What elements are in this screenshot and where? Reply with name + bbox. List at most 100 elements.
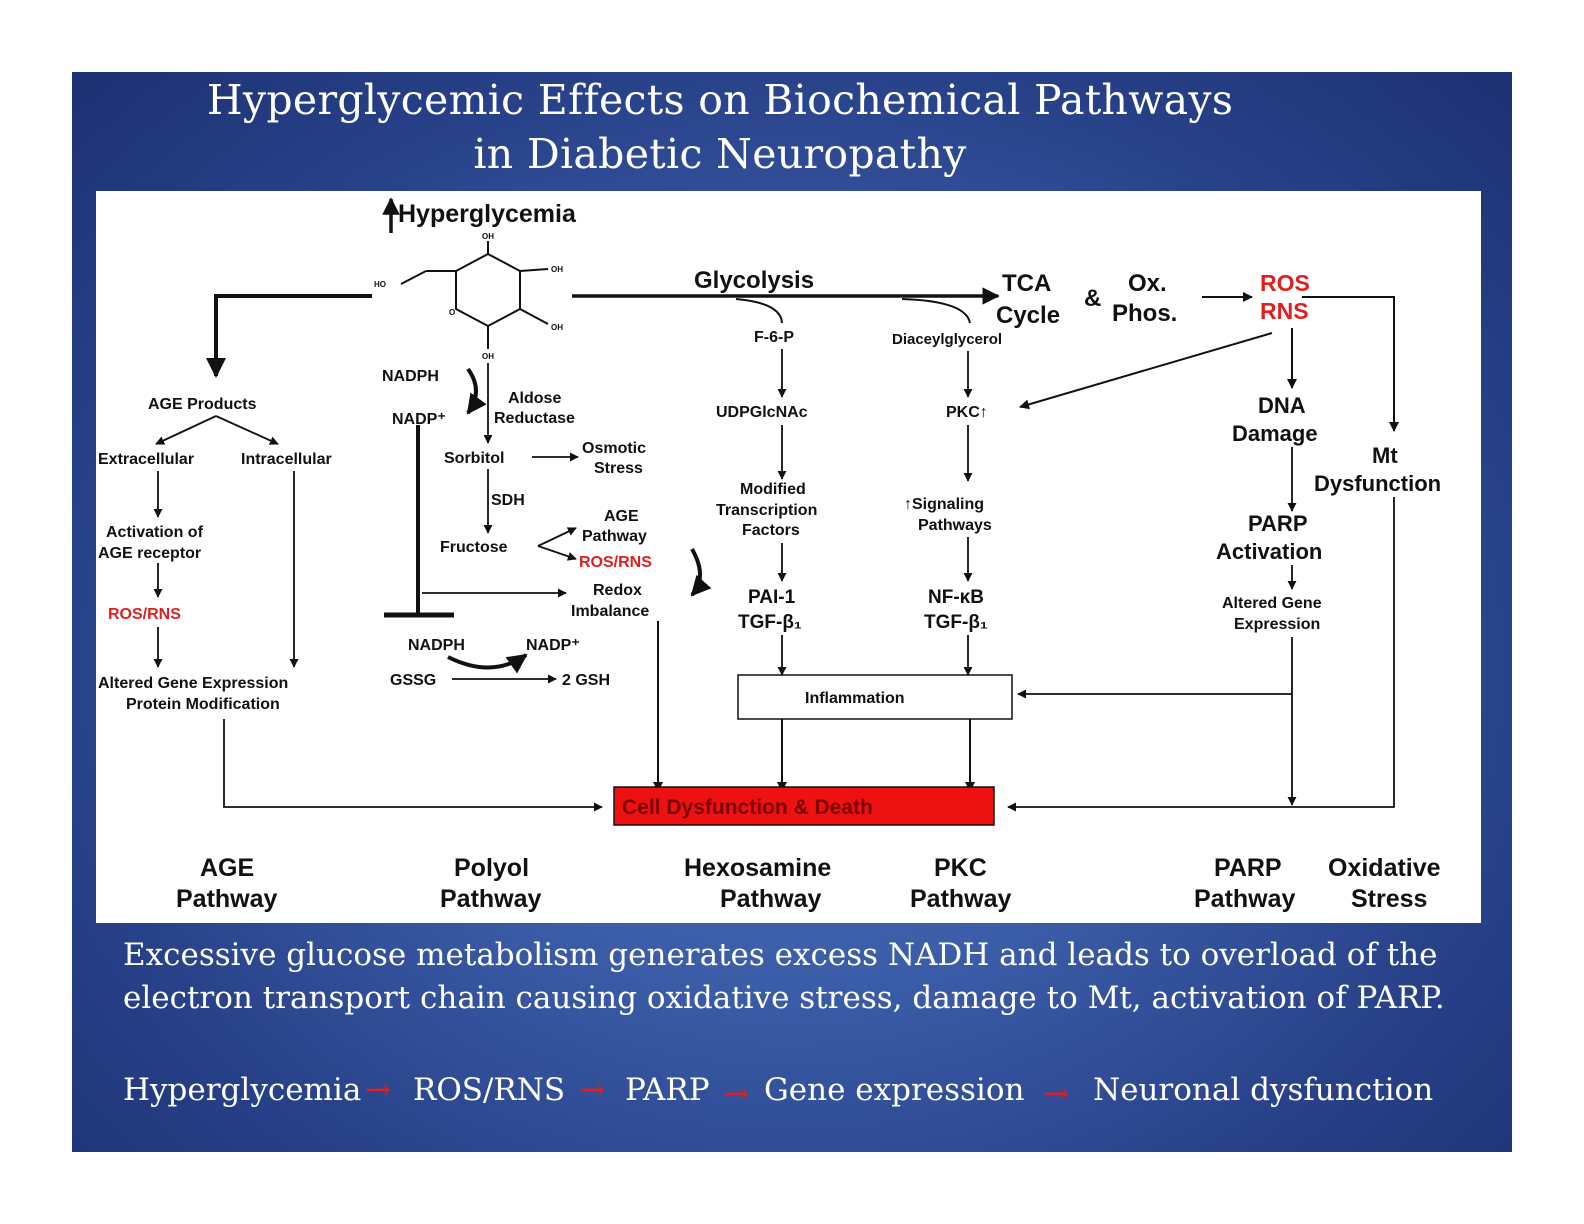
- flow-arrow-icon: →: [723, 1076, 749, 1112]
- svg-text:Polyol: Polyol: [454, 854, 529, 882]
- mt-dysfunction: Mt Dysfunction: [1007, 443, 1441, 812]
- svg-text:Activation of: Activation of: [106, 524, 204, 541]
- flow-step-parp: PARP: [625, 1072, 710, 1108]
- polyol-pathway-column: NADPH NADP⁺ Aldose Reductase Sorbitol Os…: [382, 363, 712, 792]
- svg-text:Reductase: Reductase: [494, 410, 575, 427]
- svg-text:Diaceylglycerol: Diaceylglycerol: [892, 331, 1002, 348]
- svg-text:Imbalance: Imbalance: [571, 603, 649, 620]
- svg-text:Phos.: Phos.: [1112, 300, 1177, 327]
- svg-text:Pathway: Pathway: [176, 885, 278, 913]
- arrow-to-age-products: [206, 294, 372, 378]
- flow-step-gene-expression: Gene expression: [764, 1072, 1025, 1108]
- svg-text:DNA: DNA: [1258, 393, 1306, 418]
- slide-title-line-2: in Diabetic Neuropathy: [473, 130, 967, 178]
- svg-text:OH: OH: [482, 352, 494, 361]
- svg-text:F-6-P: F-6-P: [754, 329, 794, 346]
- svg-text:TGF-β₁: TGF-β₁: [924, 612, 988, 633]
- svg-text:GSSG: GSSG: [390, 672, 436, 689]
- slide-title-line-1: Hyperglycemic Effects on Biochemical Pat…: [206, 76, 1234, 124]
- hexosamine-pathway-column: F-6-P UDPGlcNAc Modified Transcription F…: [716, 329, 817, 792]
- svg-text:Stress: Stress: [1351, 885, 1427, 913]
- svg-text:SDH: SDH: [491, 492, 525, 509]
- svg-text:Oxidative: Oxidative: [1328, 854, 1441, 882]
- ros-label-top: ROS: [1260, 270, 1310, 296]
- svg-text:Expression: Expression: [1234, 616, 1320, 633]
- cell-dysfunction-box: Cell Dysfunction & Death: [613, 786, 995, 826]
- svg-text:Aldose: Aldose: [508, 390, 561, 407]
- svg-text:AGE: AGE: [200, 854, 254, 882]
- svg-text:Altered Gene: Altered Gene: [1222, 595, 1322, 612]
- flow-arrow-icon: →: [1043, 1076, 1069, 1112]
- flow-step-ros-rns: ROS/RNS: [413, 1072, 566, 1108]
- svg-text:Intracellular: Intracellular: [241, 451, 332, 468]
- glucose-atom-labels: OH OH OH OH HO O: [374, 232, 563, 361]
- svg-text:OH: OH: [482, 232, 494, 241]
- svg-text:OH: OH: [551, 265, 563, 274]
- svg-text:Pathway: Pathway: [440, 885, 542, 913]
- flow-step-hyperglycemia: Hyperglycemia: [123, 1072, 362, 1108]
- hyperglycemia-text: Hyperglycemia: [398, 200, 577, 228]
- svg-text:Altered Gene Expression: Altered Gene Expression: [98, 675, 288, 692]
- svg-text:Redox: Redox: [593, 582, 642, 599]
- pkc-pathway-column: Diaceylglycerol PKC↑ ↑Signaling Pathways…: [892, 331, 1002, 792]
- diagram-panel: Hyperglycemia OH OH OH OH HO O Glycolysi…: [96, 191, 1481, 923]
- svg-text:Pathways: Pathways: [918, 517, 992, 534]
- svg-text:AGE: AGE: [604, 508, 639, 525]
- svg-text:TCA: TCA: [1002, 270, 1051, 297]
- svg-text:PAI-1: PAI-1: [748, 587, 796, 608]
- flow-arrow-icon: →: [579, 1072, 605, 1108]
- svg-text:AGE receptor: AGE receptor: [98, 545, 201, 562]
- parp-pathway-column: DNA Damage PARP Activation Altered Gene …: [1017, 393, 1322, 806]
- inflammation-box: Inflammation: [737, 674, 1013, 720]
- svg-text:Ox.: Ox.: [1128, 270, 1167, 297]
- svg-text:TGF-β₁: TGF-β₁: [738, 612, 802, 633]
- pathway-diagram: Hyperglycemia OH OH OH OH HO O Glycolysi…: [98, 197, 1441, 913]
- svg-text:UDPGlcNAc: UDPGlcNAc: [716, 404, 808, 421]
- hyperglycemia-label: Hyperglycemia: [382, 197, 577, 233]
- flow-step-neuronal-dysfunction: Neuronal dysfunction: [1093, 1072, 1434, 1108]
- svg-text:Pathway: Pathway: [582, 528, 647, 545]
- svg-text:PARP: PARP: [1248, 511, 1308, 536]
- age-ros-rns: ROS/RNS: [108, 606, 181, 623]
- svg-text:PARP: PARP: [1214, 854, 1282, 882]
- body-paragraph-line-2: electron transport chain causing oxidati…: [123, 980, 1445, 1016]
- svg-text:Osmotic: Osmotic: [582, 440, 646, 457]
- svg-text:Inflammation: Inflammation: [805, 690, 905, 707]
- svg-text:Dysfunction: Dysfunction: [1314, 471, 1441, 496]
- svg-text:Fructose: Fructose: [440, 539, 508, 556]
- svg-text:HO: HO: [374, 280, 386, 289]
- svg-text:Cell Dysfunction & Death: Cell Dysfunction & Death: [622, 796, 873, 819]
- svg-text:Damage: Damage: [1232, 421, 1318, 446]
- svg-text:AGE Products: AGE Products: [148, 396, 257, 413]
- svg-text:NADP⁺: NADP⁺: [392, 411, 446, 428]
- svg-text:Modified: Modified: [740, 481, 806, 498]
- svg-text:Pathway: Pathway: [1194, 885, 1296, 913]
- svg-text:Pathway: Pathway: [910, 885, 1012, 913]
- svg-text:NADPH: NADPH: [408, 637, 465, 654]
- glucose-molecule-icon: [400, 241, 549, 349]
- svg-text:Cycle: Cycle: [996, 302, 1060, 329]
- svg-text:&: &: [1084, 285, 1101, 312]
- svg-text:2 GSH: 2 GSH: [562, 672, 610, 689]
- svg-text:OH: OH: [551, 323, 563, 332]
- rns-label-top: RNS: [1260, 298, 1309, 324]
- tca-ox-phos: TCA Cycle & Ox. Phos. ROS RNS: [996, 270, 1399, 432]
- svg-text:Extracellular: Extracellular: [98, 451, 194, 468]
- svg-text:Activation: Activation: [1216, 539, 1322, 564]
- svg-text:Transcription: Transcription: [716, 502, 817, 519]
- age-pathway-column: AGE Products Extracellular Intracellular…: [98, 396, 603, 812]
- svg-text:NF-κB: NF-κB: [928, 587, 984, 608]
- glycolysis-arrow: Glycolysis: [572, 267, 1000, 324]
- svg-text:NADPH: NADPH: [382, 368, 439, 385]
- svg-text:PKC↑: PKC↑: [946, 404, 988, 421]
- svg-text:Pathway: Pathway: [720, 885, 822, 913]
- svg-text:Hexosamine: Hexosamine: [684, 854, 831, 882]
- pathway-labels: AGE Pathway Polyol Pathway Hexosamine Pa…: [176, 854, 1441, 913]
- polyol-ros-rns: ROS/RNS: [579, 554, 652, 571]
- svg-text:↑Signaling: ↑Signaling: [904, 496, 984, 513]
- svg-text:O: O: [449, 308, 455, 317]
- svg-text:Mt: Mt: [1372, 443, 1398, 468]
- svg-text:PKC: PKC: [934, 854, 987, 882]
- glycolysis-label: Glycolysis: [694, 267, 814, 294]
- svg-text:Protein Modification: Protein Modification: [126, 696, 280, 713]
